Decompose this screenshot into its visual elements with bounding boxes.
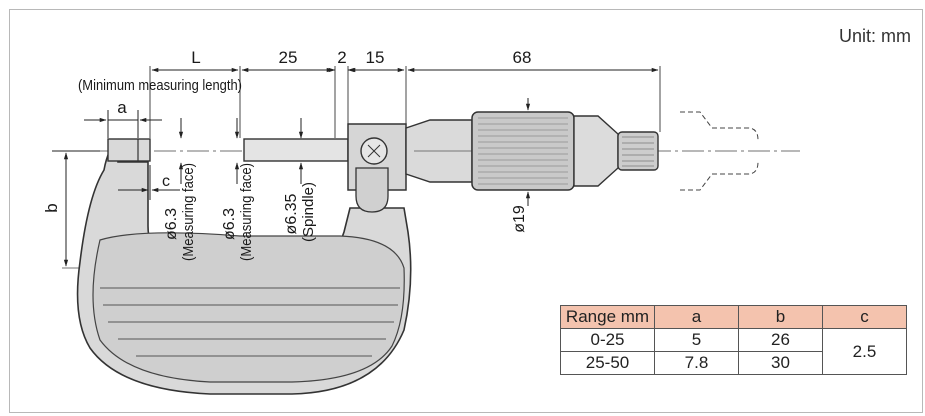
- dim-b: b: [42, 203, 61, 212]
- lock-lever: [355, 167, 389, 213]
- diagram-border: [9, 9, 923, 413]
- thimble-knurl: [478, 117, 568, 185]
- dim-a: a: [117, 98, 127, 117]
- spindle-label: (Spindle): [300, 182, 317, 242]
- dim-L: L: [191, 48, 200, 67]
- table-row: 25-50 7.8 30: [560, 351, 907, 375]
- dim-25: 25: [279, 48, 298, 67]
- cell-a: 5: [654, 328, 739, 352]
- minimum-measuring-length-label: (Minimum measuring length): [78, 77, 242, 94]
- cell-range: 0-25: [560, 328, 655, 352]
- cell-b: 26: [738, 328, 823, 352]
- dim-c: c: [162, 173, 170, 190]
- thimble-taper: [573, 115, 619, 187]
- dim-phi63-left: ø6.3: [163, 208, 180, 240]
- frame-plate: [92, 232, 405, 383]
- cell-range: 25-50: [560, 351, 655, 375]
- header-b: b: [738, 305, 823, 329]
- dim-2: 2: [337, 48, 346, 67]
- header-c: c: [822, 305, 907, 329]
- ratchet-stop: [617, 131, 659, 171]
- unit-label: Unit: mm: [839, 26, 911, 46]
- measuring-face-left-label: (Measuring face): [180, 163, 197, 261]
- table-header-row: Range mm a b c: [560, 305, 907, 329]
- dim-15: 15: [366, 48, 385, 67]
- cell-a: 7.8: [654, 351, 739, 375]
- header-a: a: [654, 305, 739, 329]
- table-row: 0-25 5 26 2.5: [560, 328, 907, 375]
- phantom-outline: [680, 111, 759, 191]
- range-table: Range mm a b c 0-25 5 26 2.5 25-50 7.8 3…: [560, 305, 907, 375]
- anvil: [107, 138, 151, 162]
- dim-phi19: ø19: [511, 205, 528, 233]
- measuring-face-right-label: (Measuring face): [238, 163, 255, 261]
- header-range: Range mm: [560, 305, 655, 329]
- dim-68: 68: [513, 48, 532, 67]
- dim-phi635: ø6.35: [283, 193, 300, 234]
- spindle: [243, 138, 349, 162]
- dim-phi63-right: ø6.3: [221, 208, 238, 240]
- cell-b: 30: [738, 351, 823, 375]
- cell-c: 2.5: [822, 328, 907, 375]
